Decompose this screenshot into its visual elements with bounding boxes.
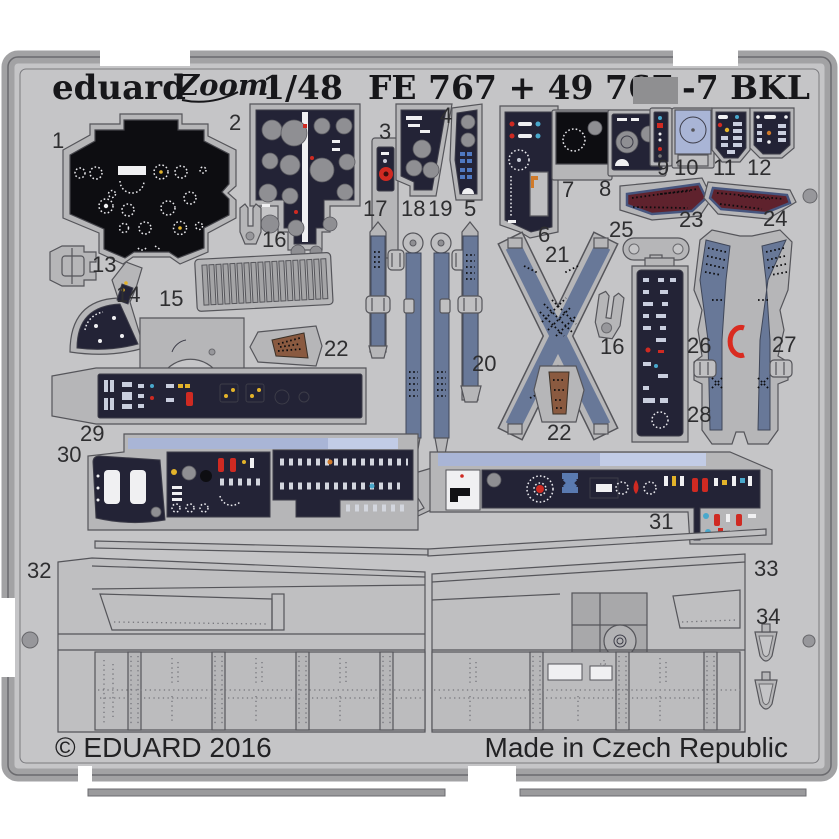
part-label-13: 13 <box>92 252 116 277</box>
part-label-7: 7 <box>562 177 574 202</box>
part-5-switch-console <box>449 103 483 201</box>
part-label-32: 32 <box>27 558 51 583</box>
brand-logo: eduard <box>52 68 186 108</box>
part-30-left-console <box>87 433 419 531</box>
part-label-31: 31 <box>649 509 673 534</box>
part-28-console-strip <box>631 257 689 443</box>
part-label-5: 5 <box>464 196 476 221</box>
part-label-23: 23 <box>679 207 703 232</box>
red-paint-mark <box>727 325 745 358</box>
part-label-34: 34 <box>756 604 780 629</box>
part-label-17: 17 <box>363 196 387 221</box>
part-label-22: 22 <box>547 420 571 445</box>
part-label-14: 14 <box>116 282 140 307</box>
part-label-21: 21 <box>545 242 569 267</box>
part-label-6: 6 <box>538 222 550 247</box>
part-label-29: 29 <box>80 421 104 446</box>
part-19-seatbelt <box>430 232 452 464</box>
part-label-16: 16 <box>262 227 286 252</box>
part-32-fuselage-skin <box>57 557 426 733</box>
frame-notch <box>100 50 190 66</box>
part-16-fork <box>239 203 262 245</box>
product-codes: FE 767 + 49 767 <box>368 68 674 107</box>
part-4-side-console <box>395 103 453 197</box>
zoom-series-logo: Zoom <box>177 68 269 102</box>
part-label-3: 3 <box>379 119 391 144</box>
part-label-10: 10 <box>674 155 698 180</box>
part-label-12: 12 <box>747 155 771 180</box>
part-31-right-console <box>429 451 773 545</box>
thin-sill-strip <box>427 528 767 557</box>
part-1-main-instrument-panel <box>62 113 237 265</box>
part-label-15: 15 <box>159 286 183 311</box>
product-suffix: -7 BKL <box>682 68 810 107</box>
part-label-8: 8 <box>599 176 611 201</box>
part-21-x-harness <box>497 231 619 441</box>
part-22-leather-boot <box>533 365 585 423</box>
part-11-switch-panel <box>711 107 751 163</box>
part-15-louver-grid <box>194 252 334 312</box>
part-6-console-panel <box>499 105 559 239</box>
part-14-lower-console <box>69 261 145 355</box>
part-12-switch-panel <box>749 107 795 159</box>
part-26-27-shoulder-harness <box>693 229 793 445</box>
censored-code-box <box>633 77 678 104</box>
part-label-4: 4 <box>440 103 452 128</box>
part-label-22: 22 <box>324 336 348 361</box>
part-label-25: 25 <box>609 217 633 242</box>
part-33-fuselage-skin <box>431 553 746 733</box>
part-7-black-panel <box>551 109 613 181</box>
sheet-hole <box>802 188 818 204</box>
part-label-20: 20 <box>472 351 496 376</box>
part-label-11: 11 <box>713 155 736 180</box>
thin-strip-part <box>87 788 446 797</box>
part-20-seatbelt <box>451 221 483 403</box>
made-in-text: Made in Czech Republic <box>485 732 789 763</box>
part-label-33: 33 <box>754 556 778 581</box>
scale-label: 1/48 <box>262 68 343 107</box>
header: eduard Zoom 1/48 FE 767 + 49 767 -7 BKL <box>52 68 810 108</box>
part-34-loops <box>754 623 778 710</box>
part-label-16: 16 <box>600 334 624 359</box>
part-9-switch-strip <box>649 107 673 167</box>
sheet-hole <box>802 634 816 648</box>
part-label-28: 28 <box>687 402 711 427</box>
part-23-glareshield <box>619 177 713 221</box>
part-29-panel-strip <box>51 367 367 425</box>
part-label-24: 24 <box>763 206 787 231</box>
part-10-compass-panel <box>671 107 715 169</box>
part-label-9: 9 <box>657 155 669 180</box>
zoom-logo-flourish <box>181 91 239 103</box>
part-24-glareshield <box>703 181 797 220</box>
part-label-26: 26 <box>687 333 711 358</box>
frame-notch <box>673 50 738 66</box>
part-label-18: 18 <box>401 196 425 221</box>
part-label-27: 27 <box>772 332 796 357</box>
thin-strip-part <box>519 788 807 797</box>
frame-notch <box>78 766 92 782</box>
part-label-1: 1 <box>52 128 64 153</box>
part-16-fork <box>594 290 625 340</box>
part-label-19: 19 <box>428 196 452 221</box>
frame-notch <box>1 598 15 677</box>
part-label-30: 30 <box>57 442 81 467</box>
copyright-text: © EDUARD 2016 <box>55 732 272 763</box>
part-17-seatbelt <box>365 221 391 359</box>
part-13-bracket <box>49 245 97 287</box>
part-label-2: 2 <box>229 110 241 135</box>
footer: © EDUARD 2016 Made in Czech Republic <box>55 732 788 763</box>
sheet-hole <box>21 631 39 649</box>
part-22-leather-boot <box>249 325 323 367</box>
frame-notch <box>468 766 516 782</box>
